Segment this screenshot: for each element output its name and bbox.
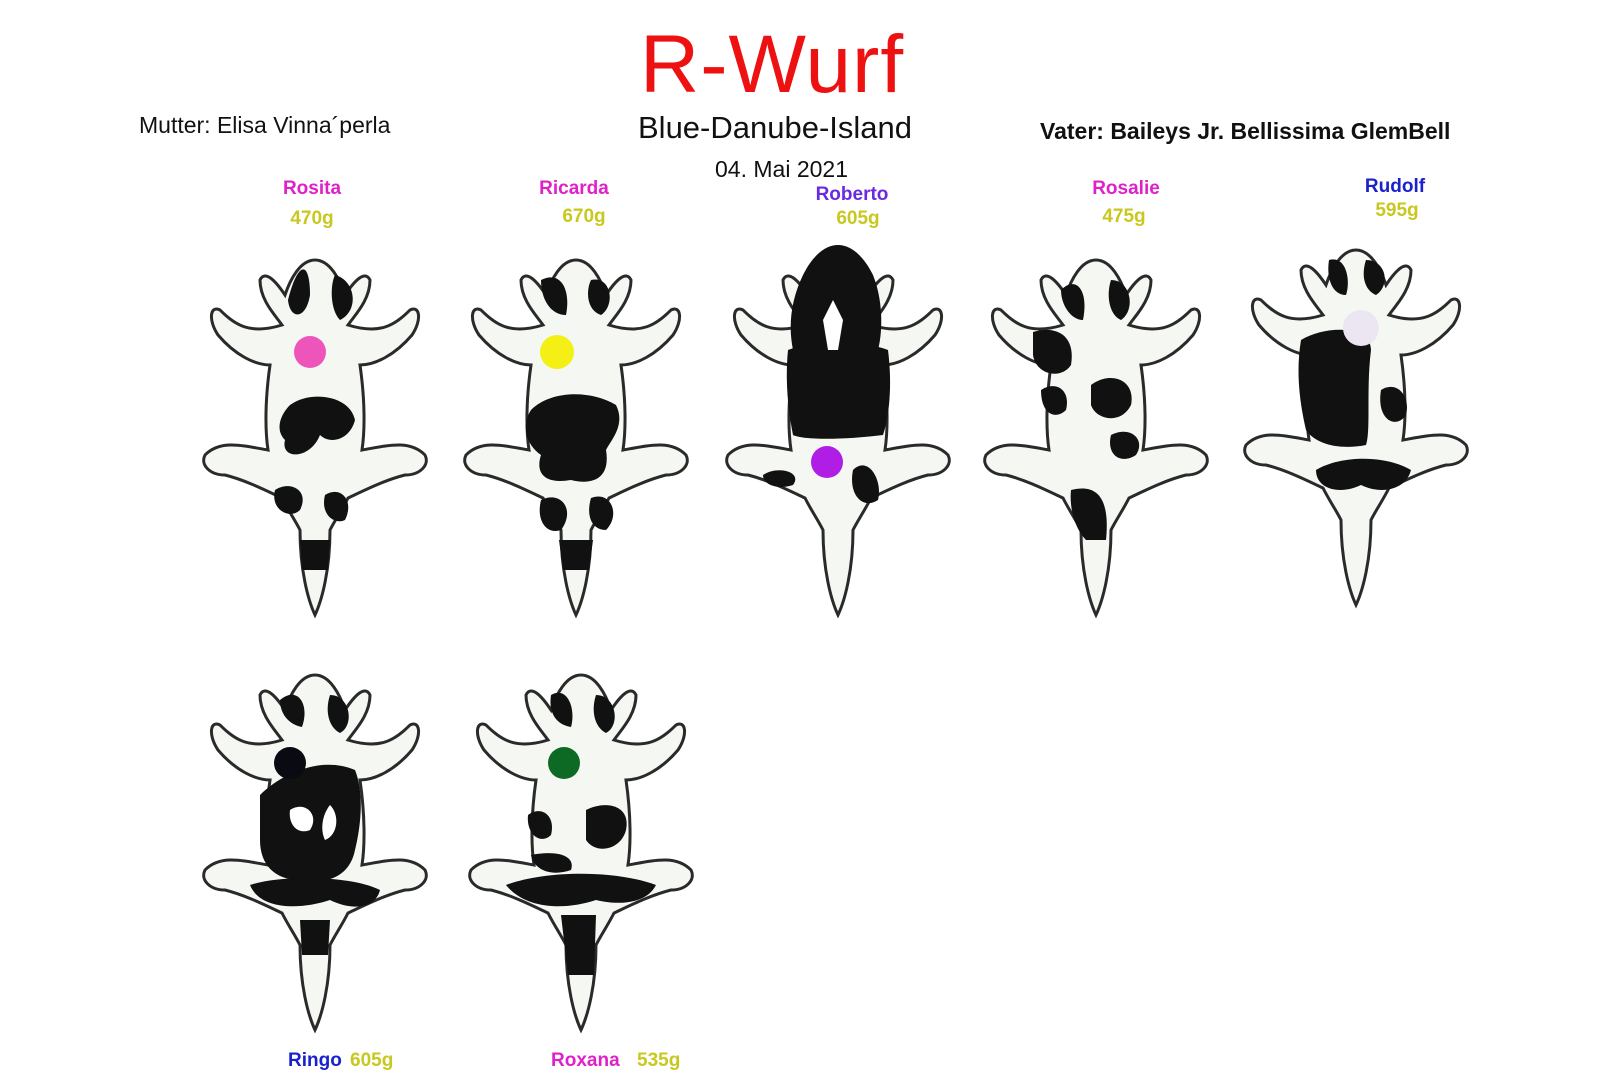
puppy-weight-rosalie: 475g xyxy=(1102,206,1146,227)
puppy-name-ricarda: Ricarda xyxy=(539,178,609,199)
marker-rudolf xyxy=(1343,310,1379,346)
puppy-drawing-ricarda xyxy=(463,258,689,617)
puppy-silhouette-roxana xyxy=(446,655,716,1055)
puppy-weight-roberto: 605g xyxy=(836,208,880,229)
birth-date: 04. Mai 2021 xyxy=(715,156,848,182)
litter-title: R-Wurf xyxy=(640,19,905,110)
puppy-drawing-ringo xyxy=(202,673,428,1032)
marker-ricarda xyxy=(540,335,574,369)
puppy-silhouette-ringo xyxy=(180,655,450,1055)
marker-roxana xyxy=(548,747,580,779)
puppy-drawing-roberto xyxy=(725,245,951,617)
puppy-name-rudolf: Rudolf xyxy=(1364,176,1426,197)
puppy-name-roberto: Roberto xyxy=(815,184,889,205)
marker-roberto xyxy=(811,446,843,478)
puppy-name-rosita: Rosita xyxy=(282,178,342,199)
marker-ringo xyxy=(274,747,306,779)
puppy-drawing-rudolf xyxy=(1243,248,1469,607)
marker-rosita xyxy=(294,336,326,368)
father-label: Vater: Baileys Jr. Bellissima GlemBell xyxy=(1040,118,1451,144)
puppy-weight-rudolf: 595g xyxy=(1375,200,1419,221)
puppy-silhouette-rosalie xyxy=(961,240,1231,640)
puppy-silhouette-rosita xyxy=(180,240,450,640)
puppy-name-ringo: Ringo xyxy=(288,1050,342,1071)
mother-label: Mutter: Elisa Vinna´perla xyxy=(139,112,391,138)
puppy-weight-ricarda: 670g xyxy=(562,206,606,227)
puppy-silhouette-ricarda xyxy=(441,240,711,640)
puppy-weight-ringo: 605g xyxy=(350,1050,394,1071)
puppy-silhouette-roberto xyxy=(703,240,973,640)
puppy-drawing-roxana xyxy=(468,673,694,1032)
kennel-name: Blue-Danube-Island xyxy=(638,110,913,145)
puppy-weight-roxana: 535g xyxy=(637,1050,681,1071)
puppy-name-rosalie: Rosalie xyxy=(1092,178,1160,199)
puppy-drawing-rosalie xyxy=(983,258,1209,617)
puppy-drawing-rosita xyxy=(202,258,428,617)
puppy-silhouette-rudolf xyxy=(1221,230,1491,630)
puppy-weight-rosita: 470g xyxy=(290,208,334,229)
puppy-name-roxana: Roxana xyxy=(551,1050,620,1071)
